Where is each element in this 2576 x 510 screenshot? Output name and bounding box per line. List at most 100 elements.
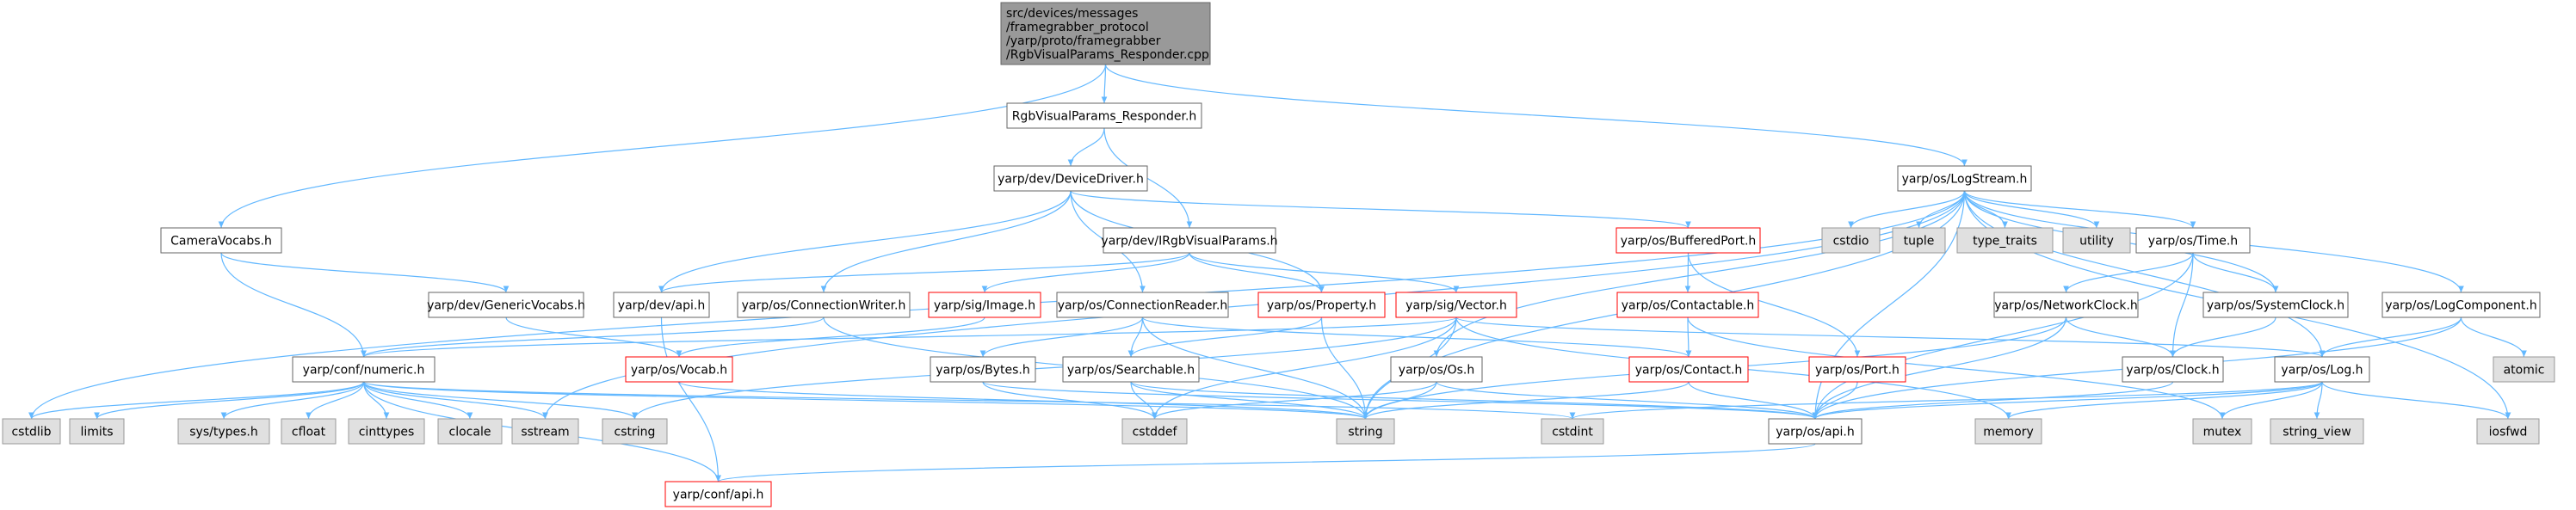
confapi-node[interactable]: yarp/conf/api.h [664,481,772,507]
contactable-node[interactable]: yarp/os/Contactable.h [1616,292,1759,318]
rgbresp-node[interactable]: RgbVisualParams_Responder.h [1006,102,1202,129]
root-node[interactable]: src/devices/messages/framegrabber_protoc… [1000,2,1211,65]
contact-node[interactable]: yarp/os/Contact.h [1628,356,1749,383]
edge-logstream-to-utility [1963,190,2100,229]
edge-log-to-cstdint [1569,381,2323,420]
devapi-node[interactable]: yarp/dev/api.h [613,292,710,318]
cinttypes-node[interactable]: cinttypes [348,418,425,445]
clock-node[interactable]: yarp/os/Clock.h [2122,356,2224,383]
bufport-box [1615,227,1761,254]
edge-connreader-to-contact [1141,316,1692,358]
edge-bufport-to-contactable [1684,252,1691,293]
utility-node[interactable]: utility [2062,227,2131,254]
tuple-node[interactable]: tuple [1892,227,1946,254]
edge-searchable-to-string [1130,381,1368,420]
edge-numeric-to-cstdlib [28,381,365,420]
osos-label: yarp/os/Os.h [1399,364,1474,378]
tuple-label: tuple [1904,235,1935,249]
edge-sigvector-to-cstddef [1152,316,1457,420]
irgb-box [1103,227,1276,254]
systypes-node[interactable]: sys/types.h [177,418,270,445]
bufport-node[interactable]: yarp/os/BufferedPort.h [1615,227,1761,254]
cstddef-label: cstddef [1133,426,1178,439]
sigimage-node[interactable]: yarp/sig/Image.h [928,292,1041,318]
netclock-box [1993,292,2139,318]
sysclock-node[interactable]: yarp/os/SystemClock.h [2202,292,2349,318]
memory-box [1974,418,2042,445]
bytes-node[interactable]: yarp/os/Bytes.h [930,356,1036,383]
clock-box [2122,356,2224,383]
sstream-node[interactable]: sstream [511,418,579,445]
logcomp-node[interactable]: yarp/os/LogComponent.h [2381,292,2541,318]
sigvector-node[interactable]: yarp/sig/Vector.h [1395,292,1517,318]
edge-connreader-to-bytes [979,316,1144,358]
vocab-node[interactable]: yarp/os/Vocab.h [625,356,733,383]
clocale-node[interactable]: clocale [437,418,503,445]
logstream-node[interactable]: yarp/os/LogStream.h [1897,165,2032,192]
typetraits-node[interactable]: type_traits [1956,227,2054,254]
irgb-node[interactable]: yarp/dev/IRgbVisualParams.h [1101,227,1278,254]
edge-clock-to-osapi [1812,381,2174,420]
typetraits-label: type_traits [1973,235,2037,249]
cstddef-node[interactable]: cstddef [1121,418,1188,445]
osproperty-box [1257,292,1386,318]
osproperty-node[interactable]: yarp/os/Property.h [1257,292,1386,318]
edge-osapi-to-confapi [715,443,1816,482]
edge-devdriver-to-bufport [1070,190,1691,229]
string-label: string [1348,426,1382,439]
port-node[interactable]: yarp/os/Port.h [1808,356,1906,383]
cameravocabs-label: CameraVocabs.h [170,235,272,249]
memory-node[interactable]: memory [1974,418,2042,445]
osapi-box [1768,418,1863,445]
clocale-label: clocale [449,426,491,439]
stringview-box [2270,418,2364,445]
devapi-box [613,292,710,318]
cstdlib-node[interactable]: cstdlib [2,418,61,445]
edge-logstream-to-osos [1433,190,1966,358]
edge-irgb-to-osproperty [1189,252,1325,293]
string-node[interactable]: string [1336,418,1395,445]
cstdint-node[interactable]: cstdint [1541,418,1604,445]
root-box [1000,2,1211,65]
connreader-node[interactable]: yarp/os/ConnectionReader.h [1056,292,1229,318]
cinttypes-box [348,418,425,445]
utility-label: utility [2079,235,2114,249]
genvocabs-node[interactable]: yarp/dev/GenericVocabs.h [427,292,585,318]
cfloat-node[interactable]: cfloat [281,418,337,445]
edge-rgbresp-to-devdriver [1067,127,1105,167]
devdriver-node[interactable]: yarp/dev/DeviceDriver.h [993,165,1148,192]
mutex-node[interactable]: mutex [2192,418,2252,445]
edge-contact-to-string [1362,381,1690,420]
osapi-node[interactable]: yarp/os/api.h [1768,418,1863,445]
string-box [1336,418,1395,445]
logcomp-box [2381,292,2541,318]
cstring-node[interactable]: cstring [602,418,668,445]
iosfwd-node[interactable]: iosfwd [2476,418,2540,445]
stringview-node[interactable]: string_view [2270,418,2364,445]
cameravocabs-node[interactable]: CameraVocabs.h [160,227,282,254]
searchable-node[interactable]: yarp/os/Searchable.h [1062,356,1200,383]
edge-irgb-to-devapi [658,252,1190,293]
edge-osproperty-to-string [1320,316,1368,420]
atomic-node[interactable]: atomic [2493,356,2555,383]
clocale-box [437,418,503,445]
ostime-node[interactable]: yarp/os/Time.h [2135,227,2251,254]
numeric-node[interactable]: yarp/conf/numeric.h [292,356,436,383]
log-node[interactable]: yarp/os/Log.h [2274,356,2370,383]
edge-cameravocabs-to-genvocabs [220,252,510,293]
edge-logstream-to-log [1963,190,2326,358]
edge-logstream-to-cstdio [1848,190,1966,229]
edge-numeric-to-limits [94,381,365,420]
cstdint-label: cstdint [1552,426,1593,439]
netclock-node[interactable]: yarp/os/NetworkClock.h [1993,292,2139,318]
edge-osproperty-to-searchable [1127,316,1323,358]
connwriter-node[interactable]: yarp/os/ConnectionWriter.h [737,292,911,318]
cstdio-node[interactable]: cstdio [1821,227,1881,254]
root-label-line-0: src/devices/messages [1006,7,1138,21]
limits-node[interactable]: limits [69,418,125,445]
edge-ostime-to-netclock [2063,252,2194,293]
rgbresp-label: RgbVisualParams_Responder.h [1012,110,1197,124]
osos-node[interactable]: yarp/os/Os.h [1390,356,1483,383]
